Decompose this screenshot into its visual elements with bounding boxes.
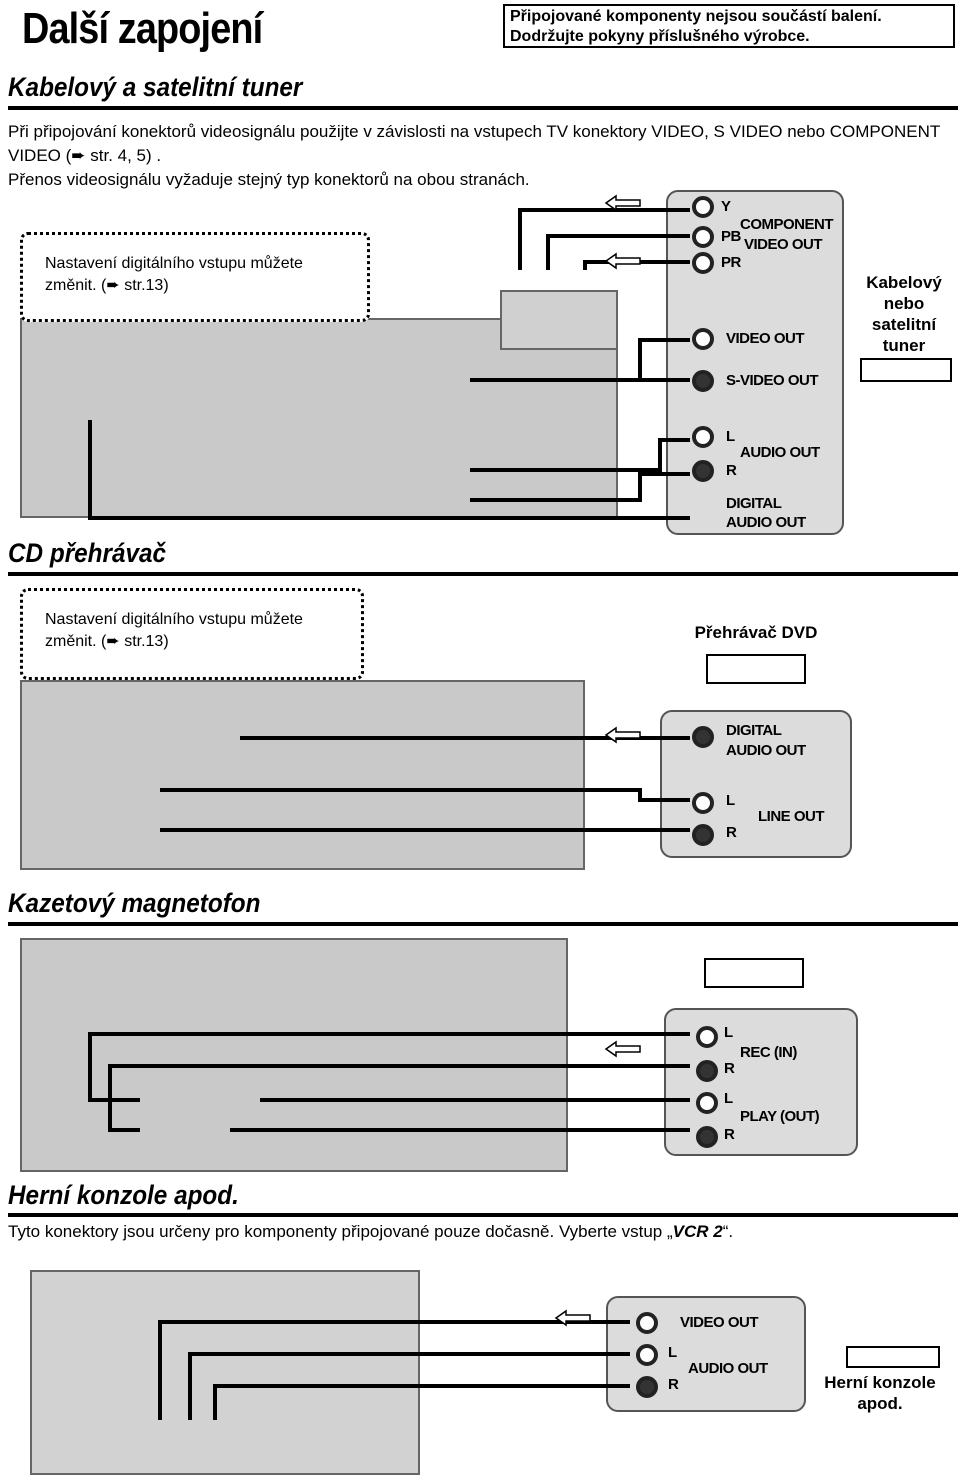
section-heading-tape: Kazetový magnetofon (8, 888, 261, 918)
jack-coaxial (692, 726, 714, 748)
device-label-game: Herní konzole apod. (818, 1372, 942, 1414)
section-rule (8, 106, 958, 110)
section-heading-game: Herní konzole apod. (8, 1180, 239, 1210)
tuner-label-4: tuner (882, 336, 926, 355)
game-label-2: apod. (857, 1394, 903, 1413)
cable-intro-line-3: Přenos videosignálu vyžaduje stejný typ … (8, 170, 530, 189)
label-rec-in: REC (IN) (740, 1044, 797, 1061)
label-line-out: LINE OUT (758, 808, 825, 825)
section-rule (8, 572, 958, 576)
label-pr: PR (721, 254, 741, 271)
tuner-label-2: nebo (883, 294, 925, 313)
cable-lines-game (158, 1320, 630, 1420)
cable-intro-line-2: VIDEO (➨ str. 4, 5) . (8, 146, 162, 165)
jack-audio-r (692, 460, 714, 482)
callout-1-line-1: Nastavení digitálního vstupu můžete (45, 255, 303, 272)
label-pb: PB (721, 228, 741, 245)
label-video-out: VIDEO OUT (726, 330, 805, 347)
cable-lines-tuner (88, 208, 690, 520)
label-l: L (726, 792, 735, 809)
input-name-vcr2: VCR 2 (672, 1222, 723, 1241)
jack-pr (692, 252, 714, 274)
jack-s-video (692, 370, 714, 392)
jack-line-l (692, 792, 714, 814)
label-s-video-out: S-VIDEO OUT (726, 372, 819, 389)
callout-2-line-1: Nastavení digitálního vstupu můžete (45, 611, 303, 628)
label-audio-out: AUDIO OUT (688, 1360, 768, 1377)
label-digital-2: AUDIO OUT (726, 742, 806, 759)
cable-intro-line-1: Při připojování konektorů videosignálu p… (8, 122, 941, 141)
game-console-panel: VIDEO OUT L R AUDIO OUT (606, 1296, 806, 1412)
game-instruction: Tyto konektory jsou určeny pro komponent… (8, 1220, 733, 1244)
label-r: R (726, 824, 737, 841)
page-title: Další zapojení (22, 4, 263, 53)
section-heading-cable: Kabelový a satelitní tuner (8, 72, 303, 102)
label-play-l: L (724, 1090, 733, 1107)
tape-deck-panel: L R REC (IN) L R PLAY (OUT) (664, 1008, 858, 1156)
jack-pb (692, 226, 714, 248)
digital-input-callout-2: Nastavení digitálního vstupu můžete změn… (20, 588, 364, 680)
tape-deck-icon (704, 958, 804, 988)
tuner-output-panel: Y PB PR COMPONENT VIDEO OUT VIDEO OUT S-… (666, 190, 844, 535)
label-digital-1: DIGITAL (726, 722, 782, 739)
device-label-dvd: Přehrávač DVD (694, 623, 818, 642)
label-play-out: PLAY (OUT) (740, 1108, 820, 1125)
jack-line-r (692, 824, 714, 846)
signal-direction-arrows (554, 194, 641, 1327)
tuner-device-icon (860, 358, 952, 382)
receiver-rear-panel-cd (20, 680, 585, 870)
notice-box: Připojované komponenty nejsou součástí b… (503, 4, 955, 48)
jack-audio-l (692, 426, 714, 448)
label-rec-r: R (724, 1060, 735, 1077)
label-rec-l: L (724, 1024, 733, 1041)
label-y: Y (721, 198, 731, 215)
notice-line-1: Připojované komponenty nejsou součástí b… (510, 8, 882, 25)
jack-video (692, 328, 714, 350)
device-label-tuner: Kabelový nebo satelitní tuner (858, 272, 950, 356)
digital-input-callout-1: Nastavení digitálního vstupu můžete změn… (20, 232, 370, 322)
label-l: L (726, 428, 735, 445)
label-r: R (668, 1376, 679, 1393)
label-video-out: VIDEO OUT (680, 1314, 759, 1331)
jack-rec-r (696, 1060, 718, 1082)
receiver-rear-panel (20, 318, 618, 518)
label-digital-2: AUDIO OUT (726, 514, 806, 531)
callout-1-line-2: změnit. (➨ str.13) (45, 277, 169, 294)
dvd-device-icon (706, 654, 806, 684)
label-play-r: R (724, 1126, 735, 1143)
tuner-label-3: satelitní (871, 315, 937, 334)
notice-line-2: Dodržujte pokyny příslušného výrobce. (510, 28, 810, 45)
label-l: L (668, 1344, 677, 1361)
jack-audio-l (636, 1344, 658, 1366)
jack-video (636, 1312, 658, 1334)
label-component-1: COMPONENT (740, 216, 834, 233)
game-text-prefix: Tyto konektory jsou určeny pro komponent… (8, 1222, 673, 1241)
game-label-1: Herní konzole (824, 1373, 936, 1392)
jack-rec-l (696, 1026, 718, 1048)
jack-audio-r (636, 1376, 658, 1398)
section-rule (8, 1213, 958, 1217)
section-heading-cd: CD přehrávač (8, 538, 167, 568)
label-audio-out: AUDIO OUT (740, 444, 820, 461)
component-input-block (500, 290, 618, 350)
callout-2-line-2: změnit. (➨ str.13) (45, 633, 169, 650)
jack-play-r (696, 1126, 718, 1148)
receiver-front-panel (30, 1270, 420, 1475)
game-text-suffix: “. (722, 1222, 734, 1241)
label-r: R (726, 462, 737, 479)
section-rule (8, 922, 958, 926)
tuner-label-1: Kabelový (866, 273, 942, 292)
jack-y (692, 196, 714, 218)
dvd-output-panel: DIGITAL AUDIO OUT L R LINE OUT (660, 710, 852, 858)
game-console-icon (846, 1346, 940, 1368)
jack-play-l (696, 1092, 718, 1114)
cable-lines-cd (160, 736, 690, 832)
cable-lines-tape (88, 1032, 690, 1132)
label-digital-1: DIGITAL (726, 495, 782, 512)
receiver-rear-panel-tape (20, 938, 568, 1172)
label-component-2: VIDEO OUT (744, 236, 823, 253)
